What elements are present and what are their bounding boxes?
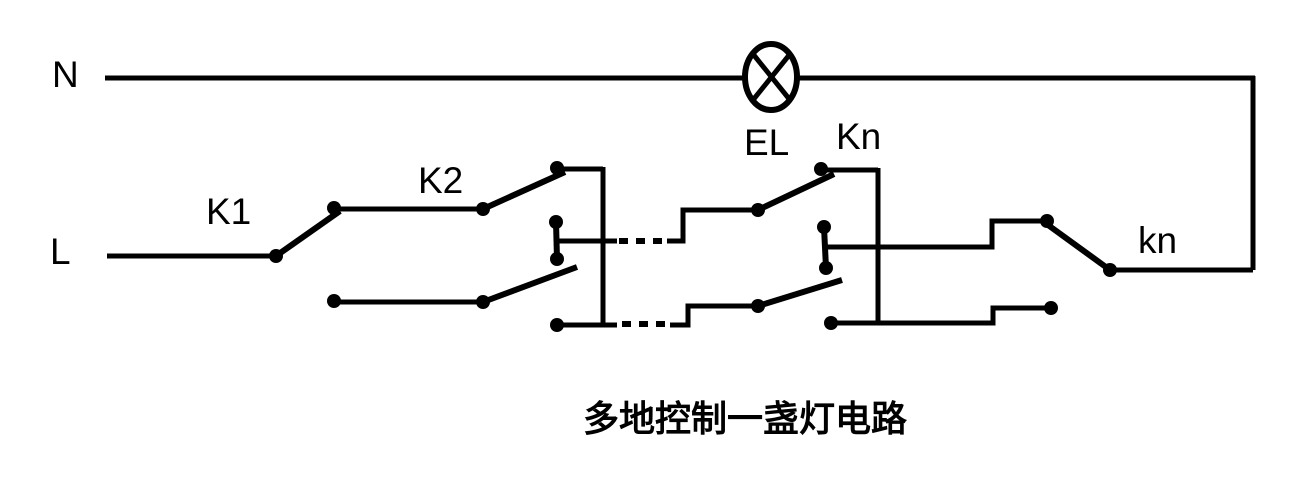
label-live: L [50,231,71,272]
switch-k2 [476,161,617,332]
label-switch-k2: K2 [418,160,464,201]
label-neutral: N [52,54,79,95]
lamp-icon [742,41,800,113]
switch-kn-end [1040,214,1117,315]
omitted-switches-dashes [619,238,666,327]
neutral-wire [105,75,1256,273]
wires-to-kn [667,207,758,328]
label-lamp-el: EL [744,122,790,163]
label-switch-kn: Kn [836,116,882,157]
switch-k1 [269,201,342,308]
switch-kn-intermediate [751,162,1051,330]
label-switch-kn-end: kn [1138,220,1178,261]
diagram-caption: 多地控制一盏灯电路 [583,398,908,439]
wires-k1-to-k2 [334,206,483,305]
label-switch-k1: K1 [206,191,252,232]
